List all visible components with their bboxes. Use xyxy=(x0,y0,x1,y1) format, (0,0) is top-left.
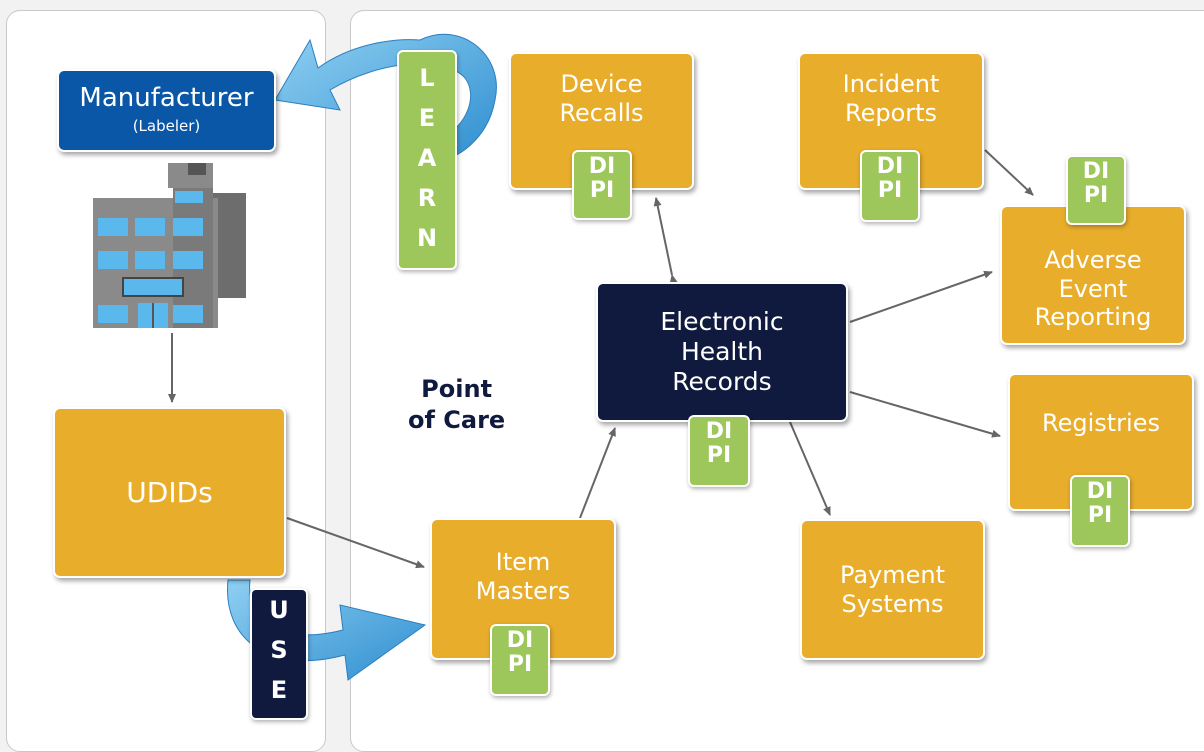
adverse-event-pi: PI xyxy=(1083,183,1109,208)
arrow-incident-adverse xyxy=(984,149,1034,196)
adverse-event-di-pi-tag: DI PI xyxy=(1066,155,1126,225)
incident-reports-pi: PI xyxy=(877,178,903,203)
registries-di-pi-tag: DI PI xyxy=(1070,475,1130,547)
learn-letter-l: L xyxy=(419,64,435,92)
point-of-care-label: Point of Care xyxy=(408,375,506,435)
learn-letter-n: N xyxy=(416,224,438,252)
use-letter-u: U xyxy=(269,596,289,624)
incident-reports-di-pi-tag: DI PI xyxy=(860,150,920,222)
item-masters-di-pi-tag: DI PI xyxy=(490,624,550,696)
registries-di: DI xyxy=(1086,479,1114,504)
manufacturer-box: Manufacturer (Labeler) xyxy=(57,69,276,152)
payment-systems-box: Payment Systems xyxy=(800,519,985,660)
registries-box: Registries xyxy=(1008,373,1194,511)
arrow-ehr-recalls xyxy=(653,197,678,284)
learn-letter-e: E xyxy=(418,104,436,132)
ehr-di: DI xyxy=(705,419,733,444)
arrow-ehr-payment xyxy=(789,421,831,516)
use-letter-s: S xyxy=(270,636,288,664)
incident-reports-di: DI xyxy=(876,154,904,179)
adverse-event-box: Adverse Event Reporting xyxy=(1000,205,1186,345)
item-masters-label: Item Masters xyxy=(475,548,571,605)
learn-curved-arrow xyxy=(274,33,497,161)
use-letter-e: E xyxy=(270,676,288,704)
device-recalls-di-pi-tag: DI PI xyxy=(572,150,632,220)
learn-letter-r: R xyxy=(417,184,437,212)
udids-box: UDIDs xyxy=(53,407,286,578)
ehr-di-pi-tag: DI PI xyxy=(688,415,750,487)
adverse-event-di: DI xyxy=(1082,159,1110,184)
device-recalls-di: DI xyxy=(588,154,616,179)
learn-letter-a: A xyxy=(417,144,437,172)
building-icon xyxy=(93,163,246,328)
ehr-pi: PI xyxy=(706,443,732,468)
incident-reports-label: Incident Reports xyxy=(842,70,940,127)
adverse-event-label: Adverse Event Reporting xyxy=(1034,245,1152,332)
arrow-udids-itemmasters xyxy=(286,517,425,569)
ehr-box: Electronic Health Records xyxy=(596,282,848,422)
udids-label: UDIDs xyxy=(126,475,213,509)
registries-pi: PI xyxy=(1087,503,1113,528)
payment-systems-label: Payment Systems xyxy=(839,560,946,618)
manufacturer-subtitle: (Labeler) xyxy=(132,117,201,135)
ehr-label: Electronic Health Records xyxy=(660,307,784,396)
manufacturer-title: Manufacturer xyxy=(79,83,254,113)
arrow-itemmasters-ehr xyxy=(579,427,616,519)
item-masters-di: DI xyxy=(506,628,534,653)
device-recalls-label: Device Recalls xyxy=(559,70,644,127)
use-word: U S E xyxy=(250,588,308,720)
registries-label: Registries xyxy=(1042,409,1160,437)
device-recalls-pi: PI xyxy=(589,178,615,203)
arrow-ehr-registries xyxy=(849,391,1001,438)
arrow-ehr-adverse xyxy=(849,270,993,323)
item-masters-pi: PI xyxy=(507,652,533,677)
learn-word: L E A R N xyxy=(397,50,457,270)
